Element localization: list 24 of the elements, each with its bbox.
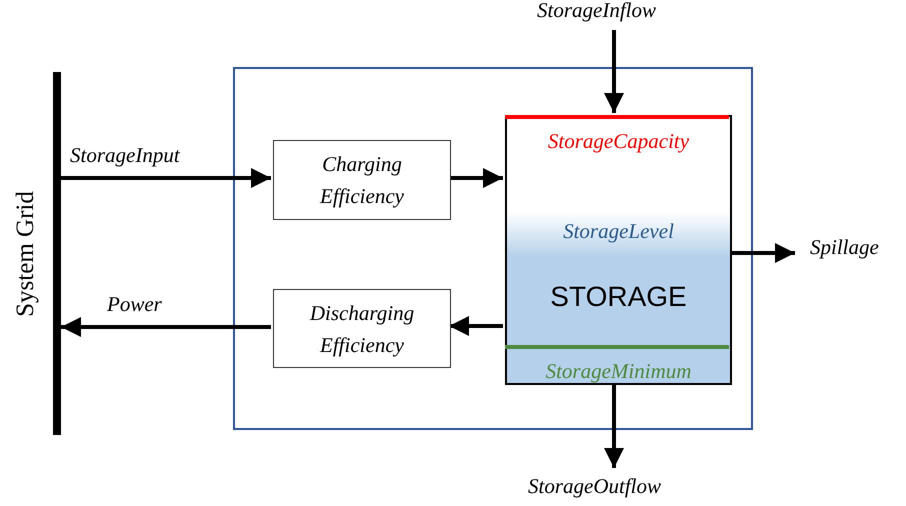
edge-label: StorageInflow <box>537 0 656 23</box>
arrow <box>449 316 503 336</box>
storage-title: STORAGE <box>549 281 688 313</box>
edge-label: Power <box>107 292 162 317</box>
arrow <box>604 383 624 468</box>
level-label: StorageLevel <box>562 219 675 244</box>
storage-tank <box>505 115 732 385</box>
capacity-label: StorageCapacity <box>546 129 690 154</box>
minimum-label: StorageMinimum <box>544 359 692 384</box>
process-label: Charging Efficiency <box>318 151 405 210</box>
arrow <box>604 30 624 113</box>
system-boundary-box <box>233 67 753 430</box>
edge-label: Spillage <box>810 235 879 260</box>
process-box <box>273 289 451 368</box>
arrow <box>730 243 795 263</box>
grid-label: System Grid <box>12 191 40 317</box>
arrow <box>61 168 271 188</box>
grid-bus-bar <box>53 72 61 435</box>
process-box <box>273 140 451 220</box>
edge-label: StorageInput <box>70 143 180 168</box>
arrow <box>61 317 271 337</box>
arrow <box>449 168 503 188</box>
edge-label: StorageOutflow <box>528 474 662 499</box>
process-label: Discharging Efficiency <box>308 300 416 358</box>
